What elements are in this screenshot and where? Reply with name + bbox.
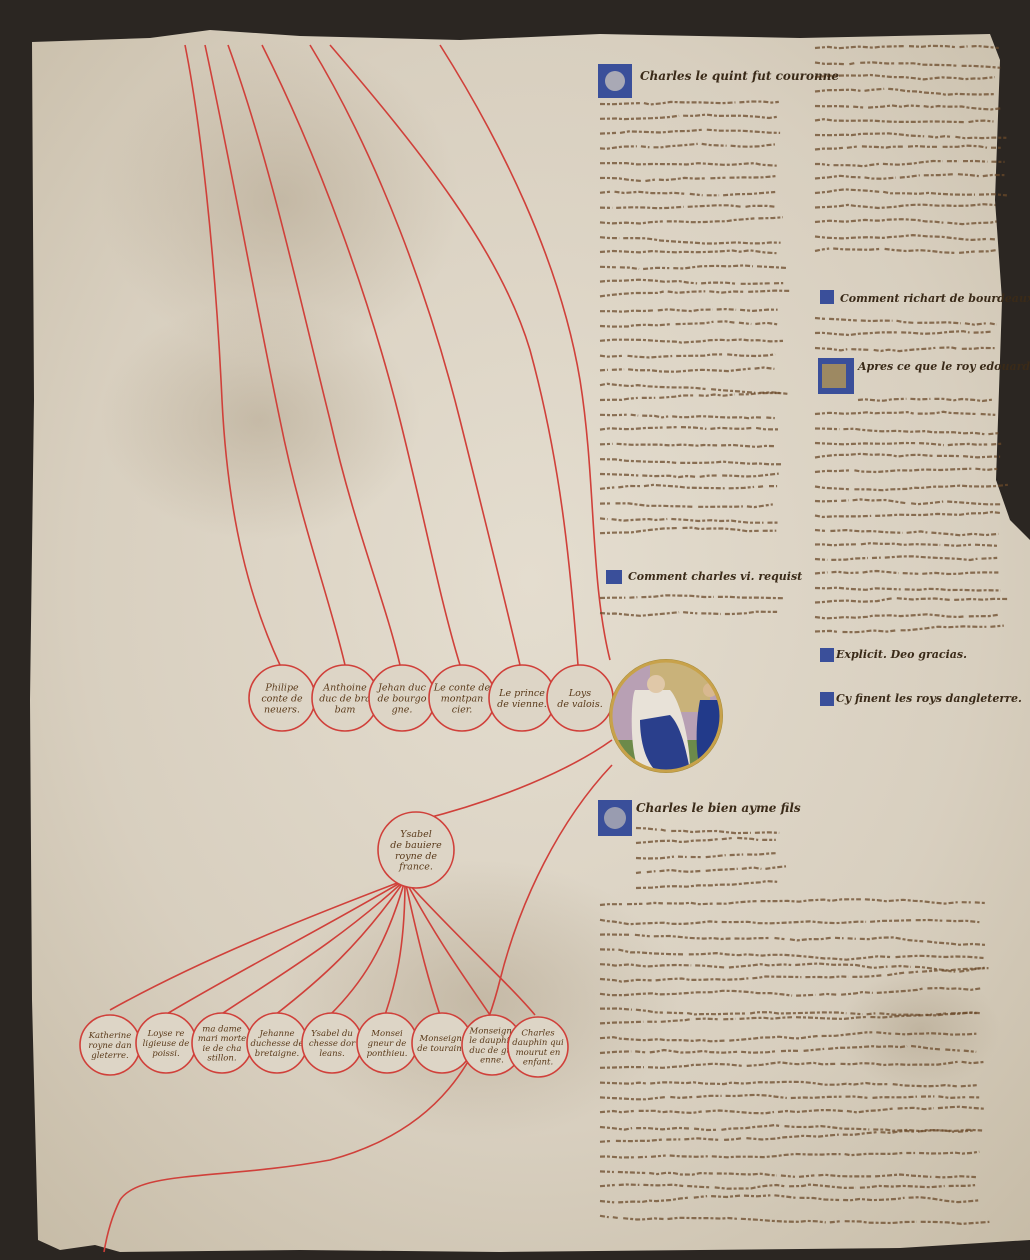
roundel-label-line: Charles — [521, 1028, 555, 1038]
roundel-label-line: Loys — [568, 688, 591, 699]
roundel-anthoine: Anthoineduc de brabam — [312, 665, 378, 731]
initial-c-mid — [606, 570, 622, 584]
roundel-label-line: Monseign. — [418, 1034, 464, 1044]
roundel-label-line: ponthieu. — [367, 1049, 408, 1059]
roundel-label-line: gleterre. — [91, 1051, 129, 1061]
roundel-label-line: dauphin qui — [512, 1038, 564, 1048]
roundel-charles: Charlesdauphin quimourut enenfant. — [508, 1017, 568, 1077]
roundel-jehan: Jehan ducde bourgogne. — [369, 665, 435, 731]
roundel-label-line: mourut en — [516, 1048, 561, 1058]
roundel-label-line: leans. — [319, 1049, 344, 1059]
roundel-label-line: Jehanne — [258, 1029, 295, 1039]
finent-text: Cy finent les roys dangleterre. — [836, 692, 1022, 705]
roundel-label-line: de bourgo — [378, 693, 427, 704]
roundel-label-line: enne. — [480, 1056, 504, 1066]
roundel-label-line: bam — [335, 704, 356, 715]
roundel-label-line: mari morte — [198, 1034, 246, 1044]
roundel-label-line: gneur de — [368, 1039, 407, 1049]
roundel-jehanne: Jehanneduchesse debretaigne. — [247, 1013, 307, 1073]
roundel-label-line: ie de cha — [203, 1044, 242, 1054]
roundel-vienne: Le princede vienne. — [489, 665, 555, 731]
heading-charles-vi: Comment charles vi. requist — [628, 570, 802, 583]
roundel-label-line: Le conte de — [433, 682, 491, 693]
heading-edouard: Apres ce que le roy edouard — [857, 360, 1030, 373]
roundel-philippe: Philipeconte deneuers. — [249, 665, 315, 731]
roundel-label-line: enfant. — [523, 1058, 553, 1068]
roundel-ysabel2: Ysabel duchesse dorleans. — [302, 1013, 362, 1073]
roundel-ponthieu: Monseigneur deponthieu. — [357, 1013, 417, 1073]
roundel-loyse: Loyse religieuse depoissi. — [136, 1013, 196, 1073]
roundel-label-line: Ysabel du — [311, 1029, 353, 1039]
roundel-label-line: Anthoine — [322, 682, 367, 693]
initial-e — [820, 648, 834, 662]
roundel-montpancier: Le conte demontpancier. — [429, 665, 495, 731]
explicit-text: Explicit. Deo gracias. — [835, 648, 967, 661]
roundel-label-line: Jehan duc — [376, 682, 427, 693]
roundel-label-line: de vienne. — [497, 699, 547, 710]
roundel-label-line: Monseign. — [468, 1026, 514, 1036]
roundel-label-line: de valois. — [557, 699, 602, 710]
roundel-label-line: Monsei — [370, 1029, 403, 1039]
roundel-label-line: conte de — [261, 693, 303, 704]
roundel-label-line: Loyse re — [147, 1029, 185, 1039]
roundel-label-line: neuers. — [264, 704, 300, 715]
roundel-label-line: Philipe — [264, 682, 299, 693]
roundel-label-line: duchesse de — [250, 1039, 303, 1049]
heading-charles-bien-ayme: Charles le bien ayme fils — [636, 801, 801, 815]
roundel-label-line: Katherine — [88, 1031, 132, 1041]
roundel-label-line: montpan — [441, 693, 484, 704]
heading-richart: Comment richart de bourdeaux fut fait ro… — [840, 292, 1030, 305]
roundel-label-line: poissi. — [152, 1049, 179, 1059]
roundel-label-line: de bauiere — [390, 840, 442, 851]
roundel-label-line: royne dan — [88, 1041, 131, 1051]
roundel-loys: Loysde valois. — [547, 665, 613, 731]
roundel-label-line: ligieuse de — [143, 1039, 190, 1049]
initial-c-richart — [820, 290, 834, 304]
roundel-label-line: royne de — [395, 851, 437, 862]
lower-roundels: Katherineroyne dangleterre.Loyse religie… — [80, 1013, 568, 1077]
roundel-label-line: cier. — [452, 704, 473, 715]
roundel-queen: Ysabelde bauiereroyne defrance. — [378, 812, 454, 888]
roundel-ysabel: Ysabelde bauiereroyne defrance. — [378, 812, 454, 888]
heading-charles-quint: Charles le quint fut couronne — [640, 69, 839, 83]
roundel-label-line: chesse dor — [309, 1039, 356, 1049]
roundel-label-line: Ysabel — [400, 829, 432, 840]
roundel-label-line: stillon. — [207, 1054, 236, 1064]
roundel-label-line: Le prince — [498, 688, 545, 699]
roundel-label-line: france. — [398, 862, 433, 873]
roundel-label-line: ma dame — [202, 1024, 241, 1034]
roundel-label-line: duc de bra — [319, 693, 371, 704]
roundel-label-line: bretaigne. — [255, 1049, 299, 1059]
roundel-label-line: gne. — [392, 704, 413, 715]
roundel-marie: ma damemari morteie de chastillon. — [192, 1013, 252, 1073]
roundel-label-line: de touraine — [417, 1044, 467, 1054]
initial-c-end — [820, 692, 834, 706]
roundel-katherine: Katherineroyne dangleterre. — [80, 1015, 140, 1075]
